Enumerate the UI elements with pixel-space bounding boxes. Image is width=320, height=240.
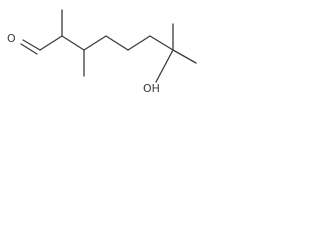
- bond-c6-c5: [127, 35, 151, 51]
- skeleton: [20, 9, 197, 83]
- bond-c7-c8: [172, 49, 197, 64]
- bond-c7-c6: [149, 35, 174, 51]
- bond-c1-o-double-a: [22, 39, 41, 51]
- bond-c2-c1: [39, 35, 63, 51]
- bond-c7-oh: [155, 49, 174, 83]
- bond-c5-c4: [105, 35, 129, 51]
- bond-c1-o-double-b: [20, 43, 38, 55]
- molecule-structure: O OH: [7, 9, 197, 95]
- bond-c4-c3: [83, 35, 107, 51]
- bond-c3-c2: [61, 35, 85, 51]
- oxygen-label: O: [7, 32, 16, 45]
- hydroxyl-label: OH: [143, 82, 160, 95]
